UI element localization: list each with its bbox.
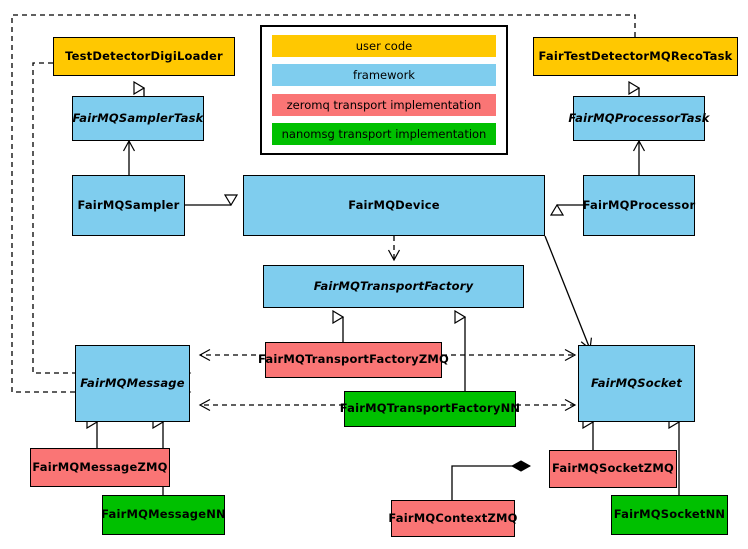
node-fairmq-transport-factory-zmq[interactable]: FairMQTransportFactoryZMQ (258, 342, 449, 378)
legend-label: user code (355, 39, 413, 53)
edge-contextzmq-to-socketzmq (451, 466, 530, 500)
legend-label: nanomsg transport implementation (281, 126, 487, 141)
node-fair-test-detector-mq-reco-task[interactable]: FairTestDetectorMQRecoTask (533, 37, 738, 76)
node-fairmq-device[interactable]: FairMQDevice (243, 175, 545, 236)
node-fairmq-context-zmq[interactable]: FairMQContextZMQ (388, 500, 517, 537)
legend-item-nanomsg: nanomsg transport implementation (272, 122, 496, 145)
node-fairmq-message-zmq[interactable]: FairMQMessageZMQ (30, 448, 170, 487)
legend: user code framework zeromq transport imp… (260, 25, 508, 155)
node-fairmq-sampler-task[interactable]: FairMQSamplerTask (72, 96, 204, 141)
node-fairmq-processor-task[interactable]: FairMQProcessorTask (568, 96, 709, 141)
node-fairmq-processor[interactable]: FairMQProcessor (583, 175, 695, 236)
node-fairmq-transport-factory[interactable]: FairMQTransportFactory (263, 265, 524, 308)
node-fairmq-message-nn[interactable]: FairMQMessageNN (101, 495, 226, 535)
node-fairmq-socket-zmq[interactable]: FairMQSocketZMQ (549, 450, 677, 488)
node-test-detector-digi-loader[interactable]: TestDetectorDigiLoader (53, 37, 235, 76)
legend-item-user-code: user code (272, 35, 496, 57)
node-fairmq-socket[interactable]: FairMQSocket (578, 345, 695, 422)
legend-label: zeromq transport implementation (286, 97, 482, 112)
edge-device-to-socket (544, 235, 593, 351)
node-fairmq-socket-nn[interactable]: FairMQSocketNN (611, 495, 728, 535)
node-fairmq-transport-factory-nn[interactable]: FairMQTransportFactoryNN (340, 391, 520, 427)
legend-item-framework: framework (272, 64, 496, 87)
node-fairmq-sampler[interactable]: FairMQSampler (72, 175, 185, 236)
legend-item-zeromq: zeromq transport implementation (272, 93, 496, 116)
node-fairmq-message[interactable]: FairMQMessage (75, 345, 190, 422)
legend-label: framework (353, 68, 415, 83)
